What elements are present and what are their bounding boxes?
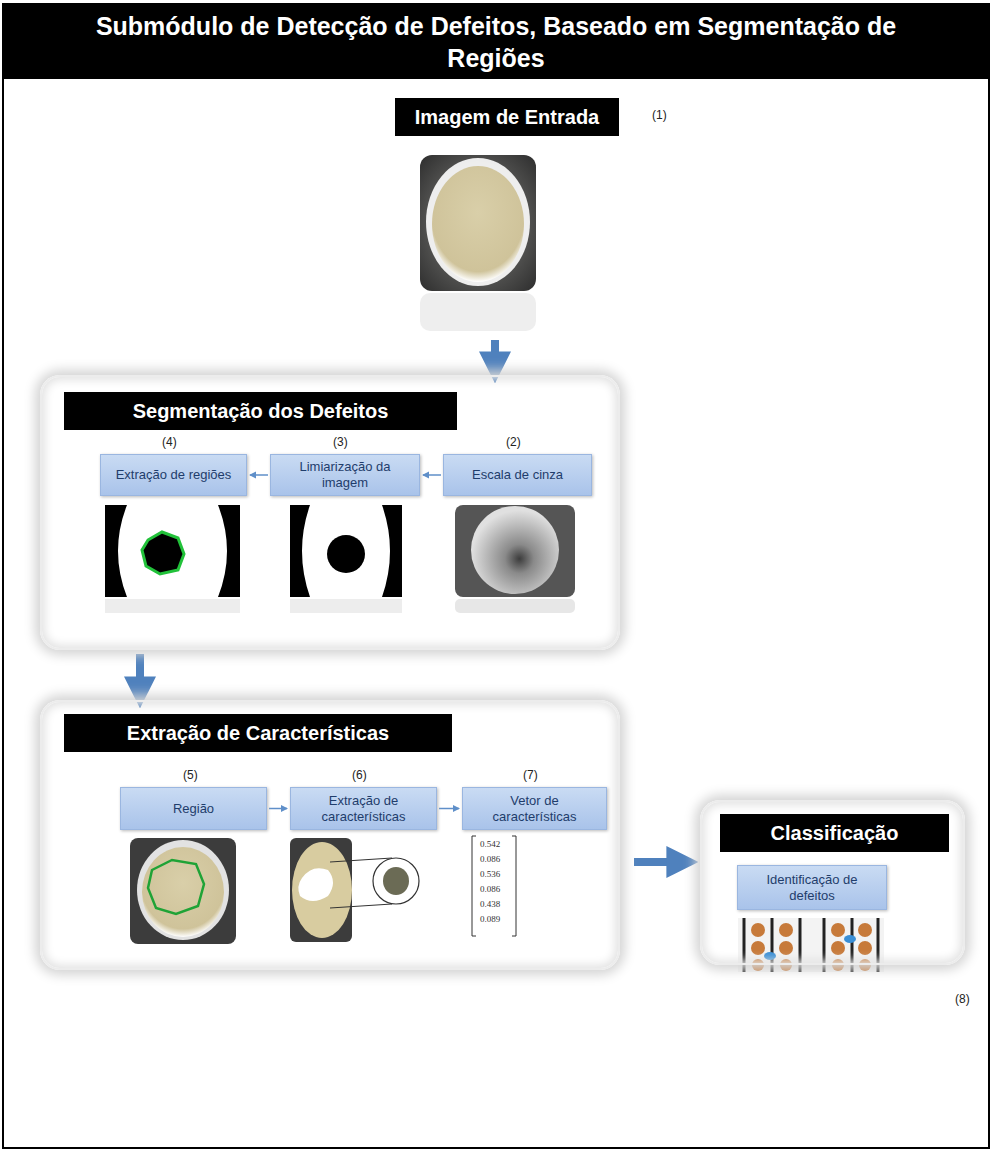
heading-band: Extração de Características	[64, 714, 452, 752]
vector-brackets	[472, 836, 516, 936]
box-label: Região	[173, 801, 214, 817]
region-image	[105, 505, 240, 613]
binary-image	[290, 505, 402, 613]
feature-egg-image	[290, 838, 419, 942]
step-arrow	[423, 474, 441, 476]
stage-panel: Extração de CaracterísticasRegião Extraçã…	[40, 700, 620, 970]
greyscale-image	[455, 505, 575, 613]
box-label: Extração de características	[297, 793, 430, 825]
vector-value: 0.086	[480, 884, 500, 895]
vector-value: 0.438	[480, 899, 500, 910]
process-box: Região	[120, 787, 267, 830]
heading-band: Segmentação dos Defeitos	[64, 392, 457, 430]
callout-number: (4)	[162, 435, 177, 449]
process-box: Vetor de características	[462, 787, 607, 830]
stage-panel: Segmentação dos DefeitosExtração de regi…	[40, 375, 620, 650]
region-egg-image	[130, 838, 236, 944]
box-label: Limiarização da imagem	[277, 459, 413, 491]
callout-number: (2)	[506, 435, 521, 449]
input-image-node: Imagem de Entrada	[395, 98, 629, 336]
callout-number: (5)	[183, 768, 198, 782]
stage-panel: ClassificaçãoIdentificação de defeitos	[700, 800, 965, 965]
process-box: Limiarização da imagem	[270, 454, 420, 496]
box-label: Vetor de características	[469, 793, 600, 825]
title-band: Submódulo de Detecção de Defeitos, Basea…	[4, 5, 988, 79]
process-box: Identificação de defeitos	[737, 865, 887, 910]
box-label: Identificação de defeitos	[744, 872, 880, 904]
box-label: Escala de cinza	[472, 467, 563, 483]
callout-number: (3)	[333, 435, 348, 449]
process-box: Extração de regiões	[100, 454, 247, 496]
callout-number: (6)	[352, 768, 367, 782]
step-arrow	[439, 808, 459, 810]
step-arrow	[250, 474, 268, 476]
heading-band: Classificação	[720, 814, 949, 852]
callout-number: (8)	[955, 992, 970, 1006]
flow-arrow	[491, 340, 499, 369]
flow-arrow	[634, 858, 684, 866]
step-arrow	[269, 808, 287, 810]
vector-value: 0.089	[480, 914, 500, 925]
box-label: Extração de regiões	[116, 467, 232, 483]
vector-value: 0.542	[480, 839, 500, 850]
flow-arrow	[136, 654, 144, 694]
vector-value: 0.086	[480, 854, 500, 865]
heading-band: Imagem de Entrada	[395, 98, 619, 136]
input-egg-image	[420, 155, 536, 331]
callout-number: (1)	[652, 108, 667, 122]
callout-number: (7)	[523, 768, 538, 782]
process-box: Escala de cinza	[443, 454, 592, 496]
process-box: Extração de características	[290, 787, 437, 830]
vector-value: 0.536	[480, 869, 500, 880]
